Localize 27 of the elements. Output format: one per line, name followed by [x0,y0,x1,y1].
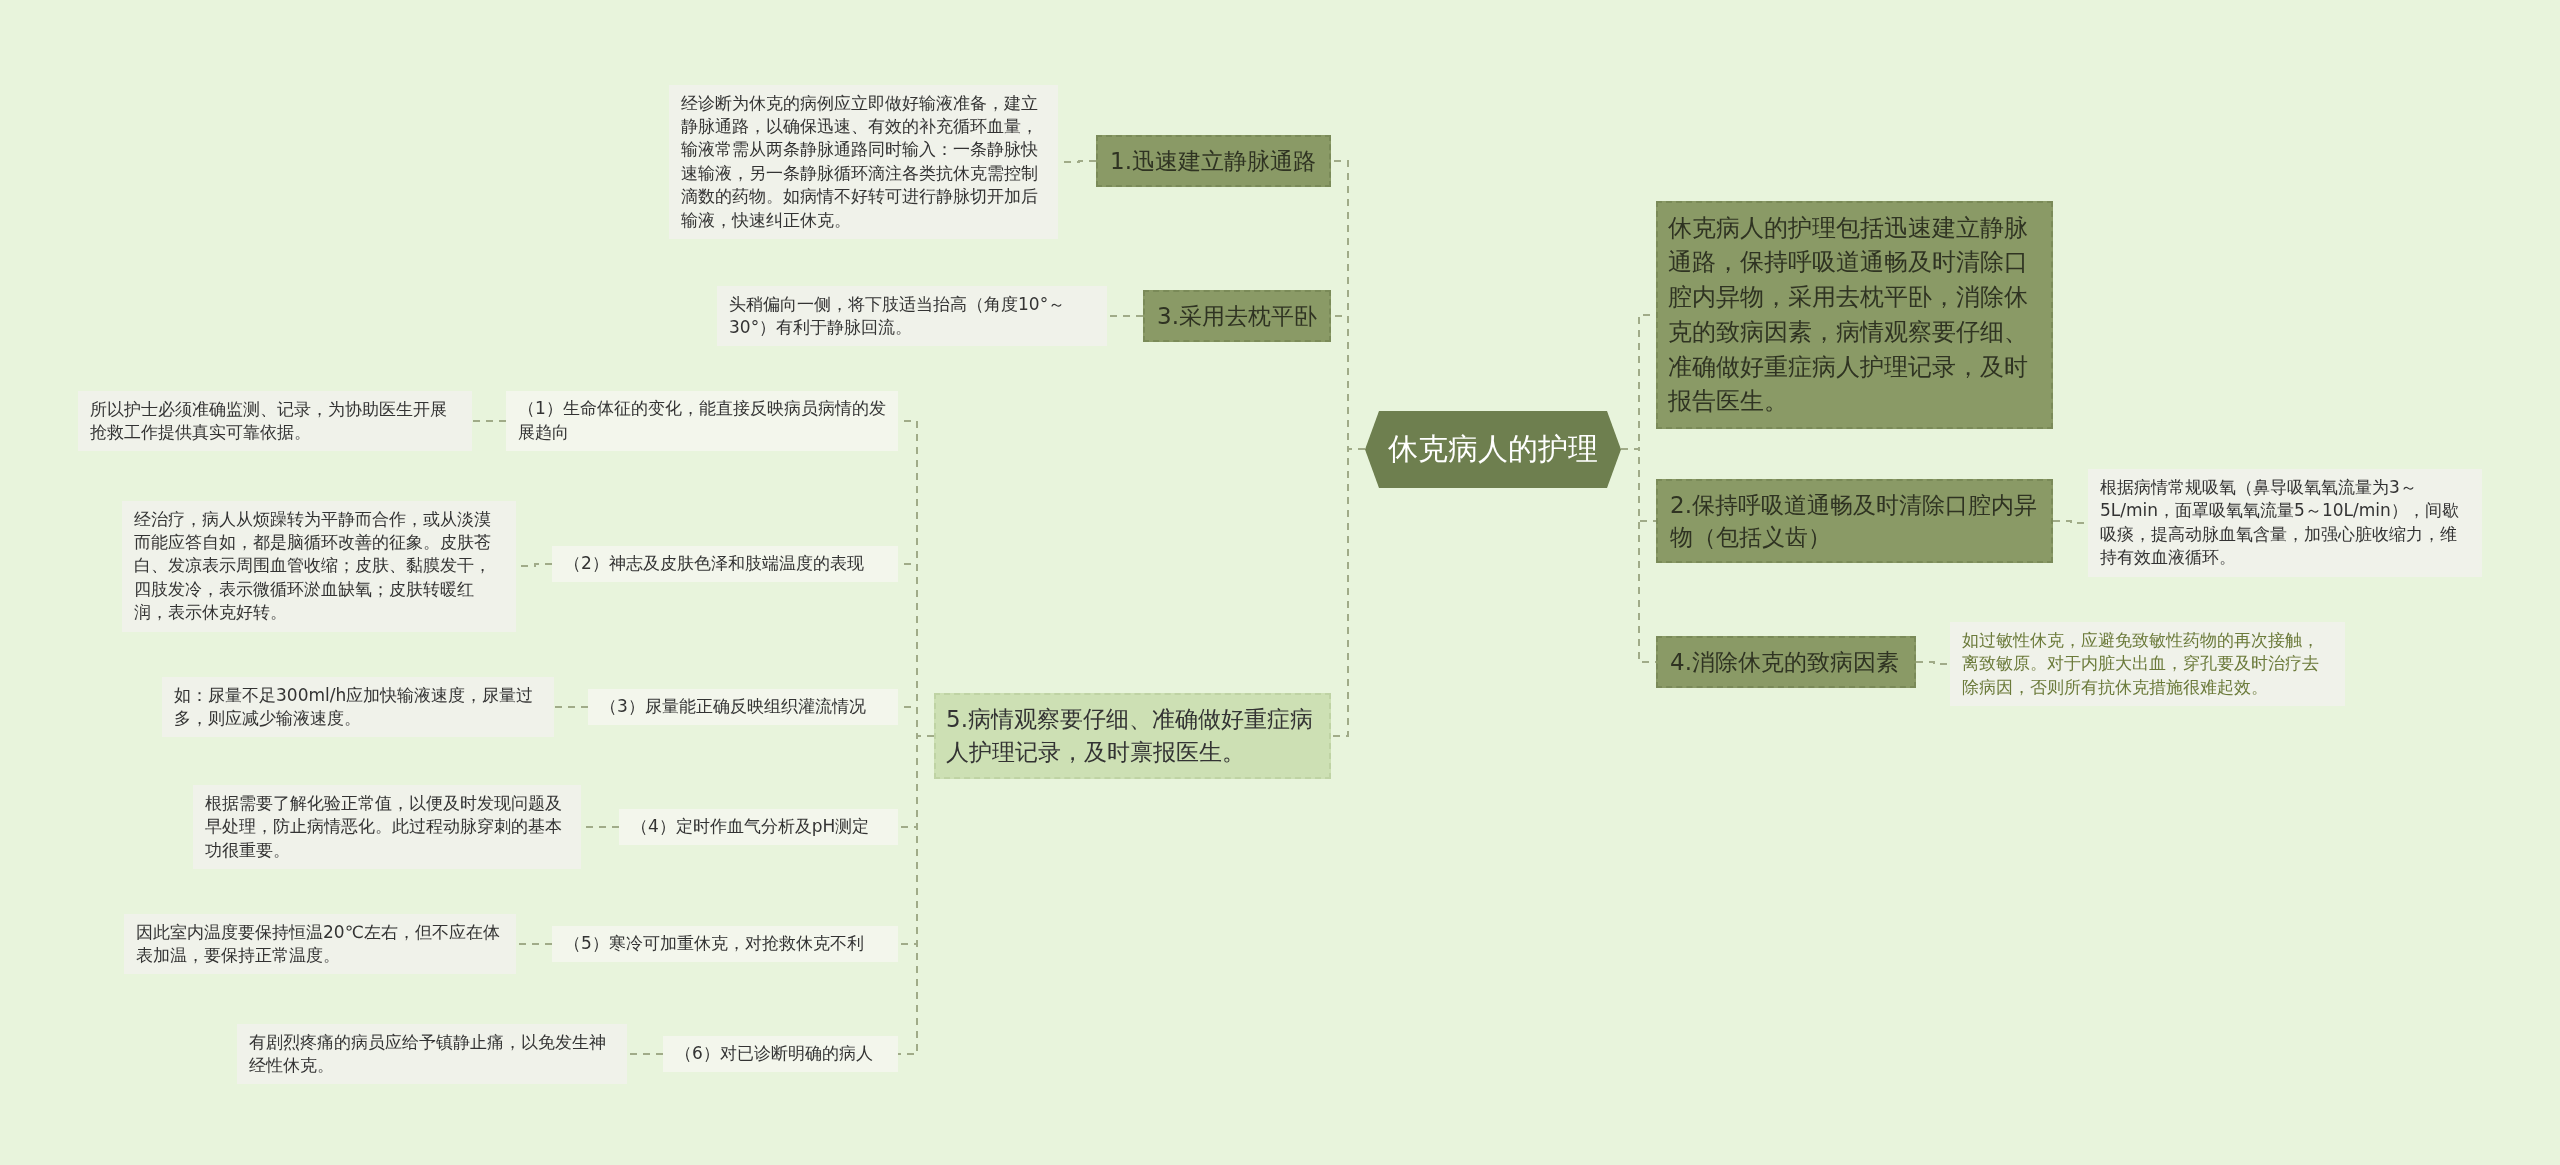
central-topic-hexagon: 休克病人的护理 [1365,410,1621,488]
topic-box: 5.病情观察要仔细、准确做好重症病人护理记录，及时禀报医生。 [934,692,1331,780]
connector-line [471,420,507,422]
note-box: 经诊断为休克的病例应立即做好输液准备，建立静脉通路，以确保迅速、有效的补充循环血量，输液常需从两条静脉通路同时输入：一条静脉快速输液，另一条静脉循环滴注各类抗休克需控制滴数的药物。如病情不好转可进行静脉切开加后输液，快速纠正休克。 [669,84,1058,240]
subtopic-box: （4）定时作血气分析及pH测定 [619,809,898,845]
note-box: 头稍偏向一侧，将下肢适当抬高（角度10°～30°）有利于静脉回流。 [717,285,1107,347]
connector-line [1330,448,1366,737]
note-box: 如：尿量不足300ml/h应加快输液速度，尿量过多，则应减少输液速度。 [162,676,554,738]
subtopic-box: （2）神志及皮肤色泽和肢端温度的表现 [552,546,898,582]
subtopic-box: （3）尿量能正确反映组织灌流情况 [588,689,898,725]
note-box: 所以护士必须准确监测、记录，为协助医生开展抢救工作提供真实可靠依据。 [78,390,472,452]
summary-box: 休克病人的护理包括迅速建立静脉通路，保持呼吸道通畅及时清除口腔内异物，采用去枕平卧，消除休克的致病因素，病情观察要仔细、准确做好重症病人护理记录，及时报告医生。 [1656,200,2053,430]
connector-line [553,706,589,708]
subtopic-box: （6）对已诊断明确的病人 [663,1036,898,1072]
topic-box: 2.保持呼吸道通畅及时清除口腔内异物（包括义齿） [1656,479,2053,564]
topic-box: 1.迅速建立静脉通路 [1096,135,1331,188]
connector-line [897,735,935,1055]
note-box: 有剧烈疼痛的病员应给予镇静止痛，以免发生神经性休克。 [237,1023,627,1085]
note-box: 经治疗，病人从烦躁转为平静而合作，或从淡漠而能应答自如，都是脑循环改善的征象。皮肤苍白、发凉表示周围血管收缩；皮肤、黏膜发干，四肢发冷，表示微循环淤血缺氧；皮肤转暖红润，表示休克好转。 [122,500,516,632]
topic-box: 3.采用去枕平卧 [1143,290,1331,343]
subtopic-box: （5）寒冷可加重休克，对抢救休克不利 [552,926,898,962]
note-box: 因此室内温度要保持恒温20℃左右，但不应在体表加温，要保持正常温度。 [124,913,516,975]
subtopic-box: （1）生命体征的变化，能直接反映病员病情的发展趋向 [506,391,898,451]
note-box: 根据病情常规吸氧（鼻导吸氧氧流量为3～5L/min，面罩吸氧氧流量5～10L/min），间歇吸痰，提高动脉血氧含量，加强心脏收缩力，维持有效血液循环。 [2088,469,2482,577]
note-box: 如过敏性休克，应避免致敏性药物的再次接触，离致敏原。对于内脏大出血，穿孔要及时治疗去除病因，否则所有抗休克措施很难起效。 [1950,622,2345,707]
note-box: 根据需要了解化验正常值，以便及时发现问题及早处理，防止病情恶化。此过程动脉穿刺的基本功很重要。 [193,785,581,870]
topic-box: 4.消除休克的致病因素 [1656,636,1916,689]
